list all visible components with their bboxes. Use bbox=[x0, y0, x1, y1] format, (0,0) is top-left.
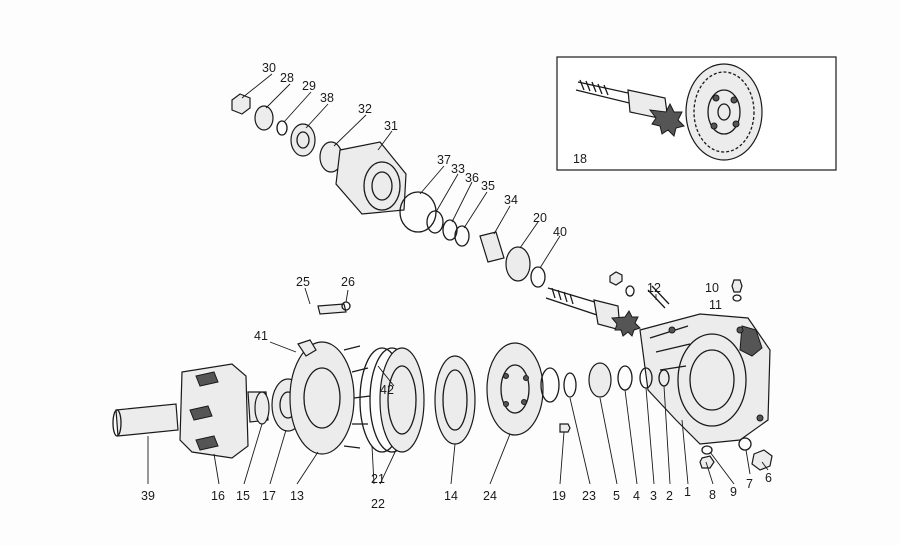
callout-42: 42 bbox=[380, 383, 394, 397]
callout-7: 7 bbox=[746, 477, 753, 491]
washer-11 bbox=[732, 294, 742, 302]
callout-2: 2 bbox=[666, 489, 673, 503]
leader-lines bbox=[147, 73, 769, 485]
inset-label: 18 bbox=[573, 152, 587, 166]
callout-31: 31 bbox=[384, 119, 398, 133]
nut-30 bbox=[231, 93, 251, 115]
callout-9: 9 bbox=[730, 485, 737, 499]
callout-22: 22 bbox=[371, 497, 385, 511]
callout-labels: 30 28 29 38 32 31 37 33 36 35 34 20 40 1… bbox=[141, 61, 772, 511]
callout-16: 16 bbox=[211, 489, 225, 503]
pin-25-26 bbox=[317, 303, 347, 315]
bolt-8 bbox=[699, 455, 715, 469]
callout-19: 19 bbox=[552, 489, 566, 503]
callout-15: 15 bbox=[236, 489, 250, 503]
callout-32: 32 bbox=[358, 102, 372, 116]
callout-38: 38 bbox=[320, 91, 334, 105]
shaft-39 bbox=[115, 403, 179, 437]
callout-25: 25 bbox=[296, 275, 310, 289]
callout-12: 12 bbox=[647, 281, 661, 295]
ring-40 bbox=[530, 266, 546, 288]
washer-9 bbox=[701, 445, 713, 455]
hardware-lower-right bbox=[699, 437, 773, 471]
bearing-14 bbox=[434, 355, 476, 445]
callout-34: 34 bbox=[504, 193, 518, 207]
gaskets-21-22 bbox=[359, 347, 425, 453]
callout-4: 4 bbox=[633, 489, 640, 503]
callout-35: 35 bbox=[481, 179, 495, 193]
callout-20: 20 bbox=[533, 211, 547, 225]
callout-8: 8 bbox=[709, 488, 716, 502]
callout-39: 39 bbox=[141, 489, 155, 503]
upper-assembly bbox=[231, 93, 641, 337]
callout-29: 29 bbox=[302, 79, 316, 93]
washer-7 bbox=[738, 437, 752, 451]
callout-23: 23 bbox=[582, 489, 596, 503]
callout-36: 36 bbox=[465, 171, 479, 185]
callout-33: 33 bbox=[451, 162, 465, 176]
lower-assembly bbox=[112, 301, 670, 459]
callout-14: 14 bbox=[444, 489, 458, 503]
callout-13: 13 bbox=[290, 489, 304, 503]
callout-37: 37 bbox=[437, 153, 451, 167]
bracket-41 bbox=[297, 339, 317, 357]
callout-11: 11 bbox=[709, 298, 722, 312]
cover-13 bbox=[289, 341, 371, 455]
crown-gear-24 bbox=[486, 342, 544, 436]
ring-33 bbox=[426, 210, 444, 234]
ring-15 bbox=[254, 391, 270, 425]
ring-4 bbox=[617, 365, 633, 391]
callout-24: 24 bbox=[483, 489, 497, 503]
hardware-upper-right bbox=[609, 271, 743, 309]
callout-40: 40 bbox=[553, 225, 567, 239]
ring-35 bbox=[454, 225, 470, 247]
spacer-34 bbox=[479, 231, 505, 263]
main-casing bbox=[639, 313, 771, 445]
stud-12 bbox=[647, 289, 666, 309]
bearing-5 bbox=[588, 362, 612, 398]
plug-6 bbox=[751, 449, 773, 471]
plug-10 bbox=[731, 279, 743, 293]
pinion-shaft bbox=[545, 287, 641, 337]
seal-38 bbox=[290, 123, 316, 157]
inset-crown-pinion: 18 bbox=[556, 56, 837, 171]
ring-23 bbox=[563, 372, 577, 398]
callout-21: 21 bbox=[371, 472, 385, 486]
screw-19 bbox=[559, 423, 571, 433]
housing-31 bbox=[335, 141, 407, 215]
ring-29 bbox=[276, 120, 288, 136]
callout-30: 30 bbox=[262, 61, 276, 75]
callout-26: 26 bbox=[341, 275, 355, 289]
bearing-28 bbox=[254, 105, 274, 131]
callout-41: 41 bbox=[254, 329, 268, 343]
inset-crown-gear bbox=[685, 63, 763, 161]
inset-pinion-shaft bbox=[575, 79, 685, 137]
callout-28: 28 bbox=[280, 71, 294, 85]
callout-3: 3 bbox=[650, 489, 657, 503]
bearing-20 bbox=[505, 246, 531, 282]
callout-17: 17 bbox=[262, 489, 276, 503]
callout-5: 5 bbox=[613, 489, 620, 503]
callout-6: 6 bbox=[765, 471, 772, 485]
callout-1: 1 bbox=[684, 485, 691, 499]
callout-10: 10 bbox=[705, 281, 719, 295]
